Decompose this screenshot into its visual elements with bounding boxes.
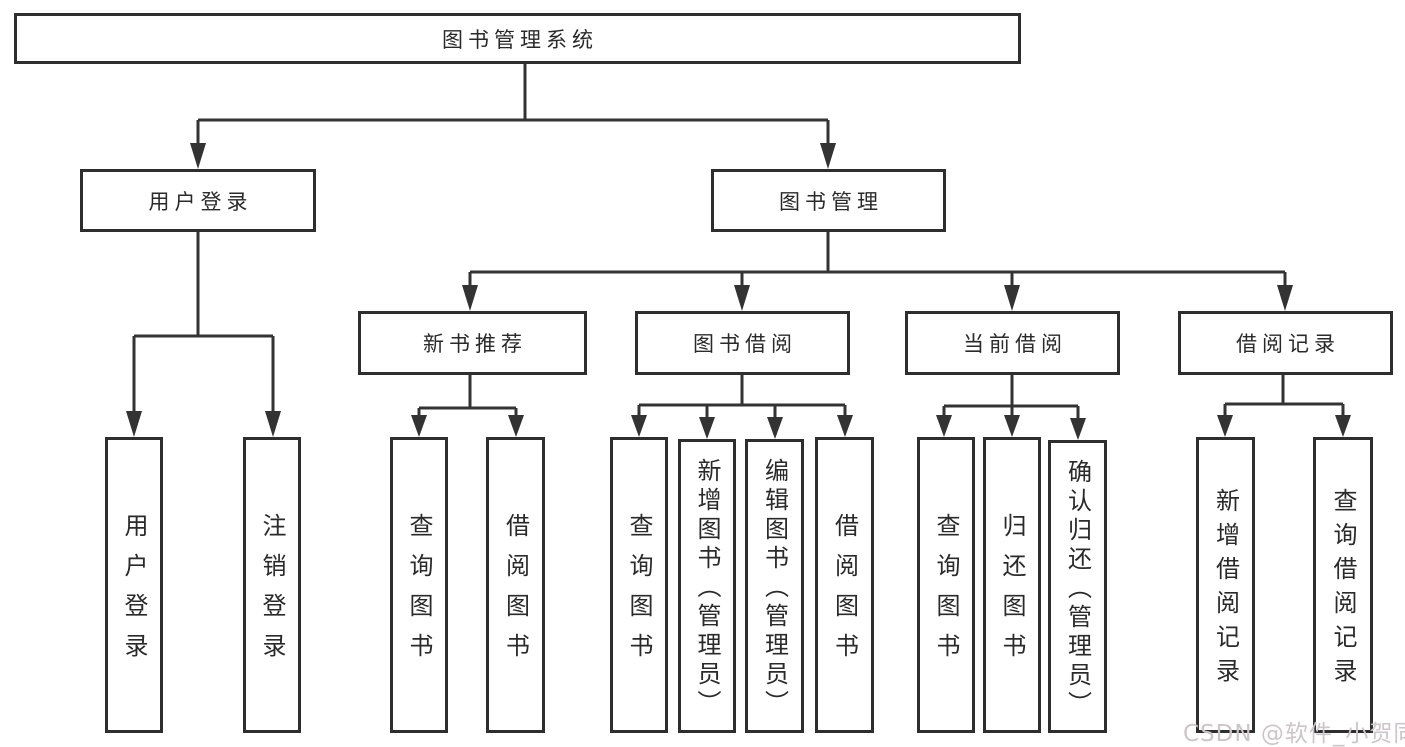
leaf-cb-confirm-return-admin: 确认归还（管理员） <box>1048 440 1107 733</box>
node-label: 当前借阅 <box>963 332 1067 356</box>
node-label: 图书管理系统 <box>442 27 598 52</box>
node-book-management: 图书管理 <box>711 169 946 232</box>
node-label: 查询图书 <box>932 513 960 673</box>
node-label: 编辑图书（管理员） <box>760 458 789 719</box>
node-new-book-recommendation: 新书推荐 <box>358 311 587 375</box>
node-user-login: 用户登录 <box>80 169 316 232</box>
node-label: 新书推荐 <box>423 332 527 356</box>
leaf-logout: 注销登录 <box>243 437 301 733</box>
node-label: 图书借阅 <box>693 332 797 356</box>
leaf-cb-query-books: 查询图书 <box>917 437 975 733</box>
csdn-watermark: CSDN @软件_小贺同学 <box>1183 721 1405 747</box>
node-label: 图书管理 <box>779 189 883 214</box>
leaf-bb-query-books: 查询图书 <box>610 437 668 733</box>
leaf-br-query-record: 查询借阅记录 <box>1313 437 1373 733</box>
node-label: 查询图书 <box>625 513 653 673</box>
node-book-borrowing: 图书借阅 <box>635 311 850 375</box>
node-label: 借阅图书 <box>501 513 530 673</box>
leaf-cb-return-books: 归还图书 <box>983 437 1041 733</box>
node-label: 新增借阅记录 <box>1211 488 1240 692</box>
leaf-user-login: 用户登录 <box>105 437 163 733</box>
node-label: 用户登录 <box>148 189 253 214</box>
node-label: 借阅图书 <box>830 513 859 673</box>
node-label: 查询借阅记录 <box>1329 488 1357 692</box>
leaf-br-add-record: 新增借阅记录 <box>1196 437 1255 733</box>
node-label: 用户登录 <box>120 513 148 673</box>
leaf-nbr-query-books: 查询图书 <box>390 437 448 733</box>
node-label: 确认归还（管理员） <box>1063 458 1092 720</box>
node-label: 归还图书 <box>998 513 1026 673</box>
node-borrowing-records: 借阅记录 <box>1178 311 1393 375</box>
node-current-borrowing: 当前借阅 <box>905 311 1120 375</box>
node-label: 查询图书 <box>405 513 433 673</box>
arrowheads <box>126 143 1351 440</box>
leaf-bb-borrow-books: 借阅图书 <box>815 437 874 733</box>
node-label: 注销登录 <box>258 513 286 673</box>
node-label: 借阅记录 <box>1236 332 1340 356</box>
leaf-bb-edit-books-admin: 编辑图书（管理员） <box>745 439 804 733</box>
node-library-management-system: 图书管理系统 <box>14 13 1021 64</box>
leaf-bb-add-books-admin: 新增图书（管理员） <box>678 439 736 733</box>
node-label: 新增图书（管理员） <box>693 458 721 719</box>
leaf-nbr-borrow-books: 借阅图书 <box>486 437 545 733</box>
